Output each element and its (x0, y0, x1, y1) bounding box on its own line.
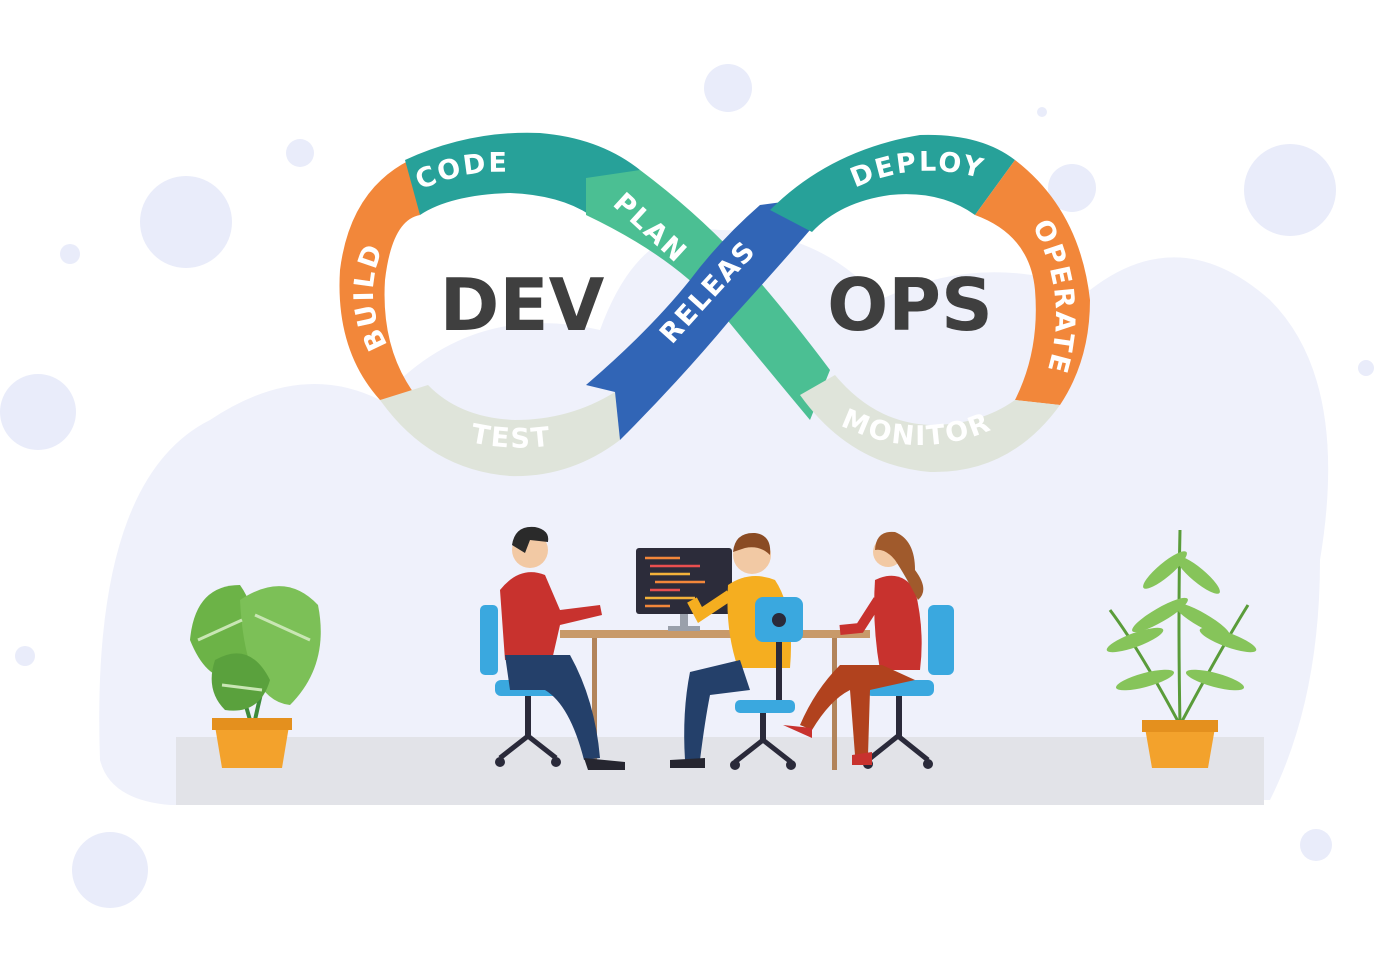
background (0, 64, 1374, 908)
monitor-segment (800, 375, 1060, 473)
build-segment (339, 160, 428, 410)
bubble (60, 244, 80, 264)
monstera-leaf (211, 653, 270, 711)
plant-pot (1144, 722, 1216, 768)
desk (560, 630, 870, 770)
woman-red-jacket (783, 531, 954, 769)
bubble (140, 176, 232, 268)
stage-label-test: TEST (469, 419, 551, 455)
background-blob (99, 229, 1329, 806)
bubble (0, 374, 76, 450)
monstera-plant (190, 585, 321, 768)
test-segment (380, 385, 620, 477)
bubble (286, 139, 314, 167)
svg-text:TEST: TEST (469, 419, 553, 455)
center-label-ops: OPS (827, 263, 993, 347)
center-label-dev: DEV (440, 263, 605, 347)
man-yellow-shirt (670, 532, 803, 770)
code-segment (405, 132, 640, 215)
floor (176, 737, 1264, 805)
bubble (1244, 144, 1336, 236)
man-red-shirt (480, 526, 625, 770)
code-monitor (636, 548, 732, 631)
bubble (1037, 107, 1047, 117)
bubble (15, 646, 35, 666)
release-segment (586, 198, 812, 440)
operate-segment (975, 160, 1090, 405)
deploy-segment (770, 134, 1015, 232)
bubble (704, 64, 752, 112)
fern-plant (1106, 529, 1257, 768)
plant-pot (214, 720, 290, 768)
bubble (1300, 829, 1332, 861)
bubble (72, 832, 148, 908)
bubble (1048, 164, 1096, 212)
bubble (1358, 360, 1374, 376)
